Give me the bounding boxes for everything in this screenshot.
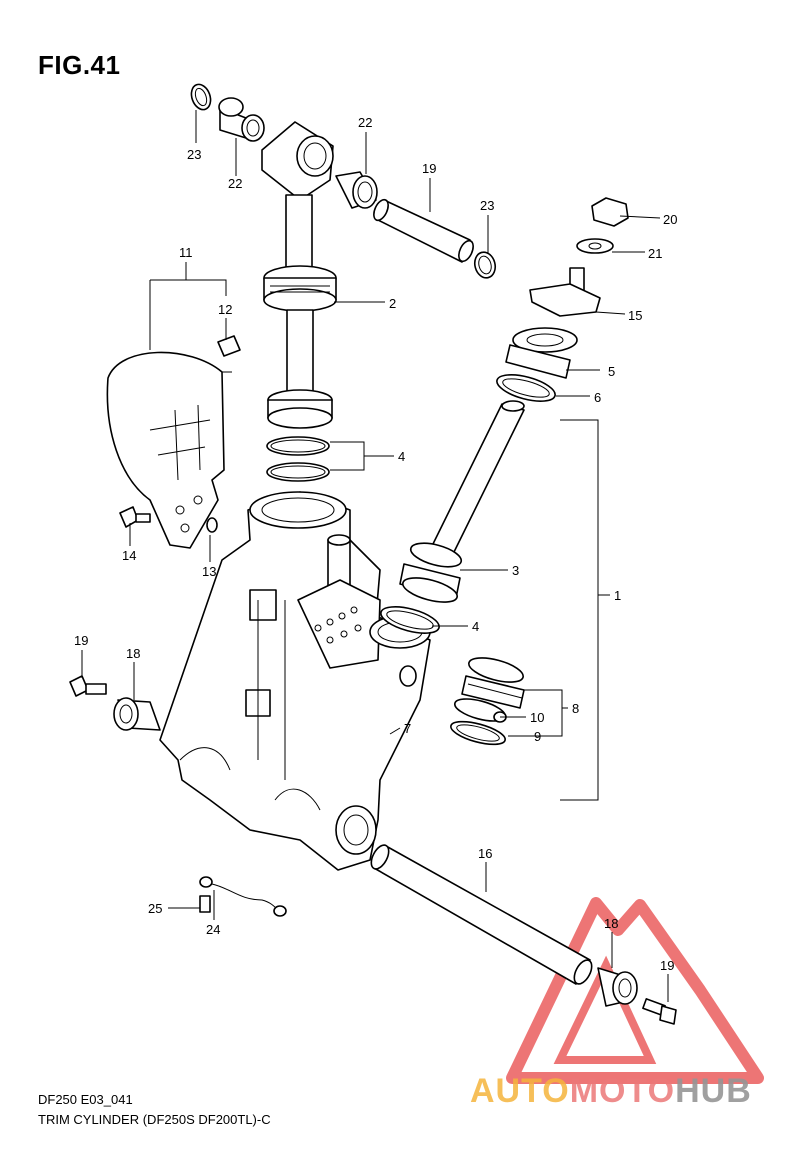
callout-4-lower: 4 — [472, 619, 479, 634]
part-16-fitting — [529, 267, 601, 317]
part-4-o-ring-lower — [380, 606, 440, 634]
callout-7: 7 — [404, 721, 411, 736]
figure-title: FIG.41 — [38, 50, 121, 80]
part-3-piston — [399, 542, 463, 603]
callout-21: 21 — [648, 246, 662, 261]
watermark-part-hub: HUB — [675, 1072, 752, 1110]
part-23-snap-ring-right — [473, 251, 497, 279]
callout-15: 16 — [478, 846, 492, 861]
figure-caption: DF250 E03_041 TRIM CYLINDER (DF250S DF20… — [38, 1090, 271, 1130]
piston-rod-assembly — [261, 121, 337, 429]
callout-2: 2 — [389, 296, 396, 311]
callout-24: 24 — [206, 922, 220, 937]
part-6-o-ring — [496, 374, 556, 402]
part-18-bushing-left — [113, 697, 161, 731]
callout-18-right: 18 — [604, 916, 618, 931]
part-13-washer — [206, 517, 218, 533]
tilt-rod — [431, 400, 525, 553]
part-12-clip — [217, 335, 241, 357]
watermark-part-auto: AUTO — [470, 1072, 570, 1110]
callout-19-left: 19 — [74, 633, 88, 648]
part-4-o-rings-upper — [266, 436, 330, 482]
callout-22-right: 22 — [358, 115, 372, 130]
part-24-ground-wire — [199, 876, 287, 917]
watermark-part-moto: MOTO — [569, 1072, 676, 1110]
callout-3: 3 — [512, 563, 519, 578]
callout-22-top: 22 — [228, 176, 242, 191]
part-14-bolt — [119, 506, 151, 528]
callout-23-right: 23 — [480, 198, 494, 213]
part-15-shaft — [370, 844, 593, 985]
part-7-cylinder-body — [159, 491, 431, 871]
callout-20: 20 — [663, 212, 677, 227]
callout-16: 15 — [628, 308, 642, 323]
callout-13: 13 — [202, 564, 216, 579]
callout-17: 19 — [422, 161, 436, 176]
callout-25: 25 — [148, 901, 162, 916]
callout-9: 9 — [534, 729, 541, 744]
part-8-valve-assembly — [461, 657, 525, 709]
callout-1: 1 — [614, 588, 621, 603]
part-17-pin — [373, 198, 474, 263]
watermark-text: AUTOMOTOHUB — [470, 1072, 752, 1111]
part-9-o-ring — [450, 720, 506, 746]
watermark-logo-triangle — [506, 897, 764, 1084]
callout-5: 5 — [608, 364, 615, 379]
figure-code: DF250 E03_041 — [38, 1092, 133, 1107]
callout-11: 11 — [179, 245, 193, 260]
part-19-bolt-left — [69, 675, 107, 697]
part-22-bushing-right — [335, 171, 378, 209]
part-21-washer — [576, 238, 614, 254]
callout-18-left: 18 — [126, 646, 140, 661]
part-20-nut — [591, 197, 629, 227]
callout-8: 8 — [572, 701, 579, 716]
callout-19-right: 19 — [660, 958, 674, 973]
callout-10: 10 — [530, 710, 544, 725]
part-23-snap-ring-top — [190, 83, 212, 111]
part-19-bolt-right — [642, 998, 677, 1025]
figure-description: TRIM CYLINDER (DF250S DF200TL)-C — [38, 1112, 271, 1127]
callout-23-top: 23 — [187, 147, 201, 162]
part-5-cap — [505, 327, 578, 379]
part-25-bolt — [199, 895, 211, 913]
callout-4-upper: 4 — [398, 449, 405, 464]
callout-12: 12 — [218, 302, 232, 317]
callout-labels: 23 22 22 19 23 20 21 15 5 6 2 4 3 4 7 8 … — [74, 115, 677, 973]
leader-lines — [81, 110, 669, 1002]
part-22-bushing-top — [218, 97, 265, 142]
callout-6: 6 — [594, 390, 601, 405]
callout-14: 14 — [122, 548, 136, 563]
part-11-cover — [106, 351, 232, 549]
part-18-bushing-right — [597, 967, 638, 1007]
